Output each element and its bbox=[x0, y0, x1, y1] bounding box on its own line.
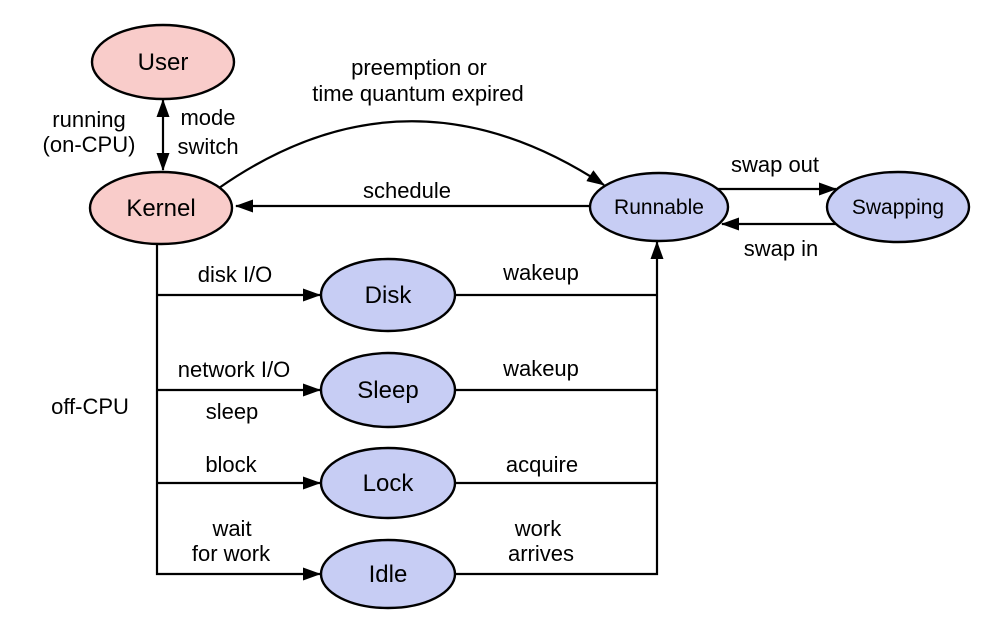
idle-node-ellipse bbox=[319, 538, 457, 610]
node-user: User bbox=[90, 23, 236, 101]
node-runnable: Runnable bbox=[588, 171, 730, 243]
node-label-swapping: Swapping bbox=[852, 196, 944, 219]
edge-label-switch: switch bbox=[177, 134, 238, 159]
node-label-disk: Disk bbox=[365, 282, 413, 309]
user-node-ellipse bbox=[90, 23, 236, 101]
edge-label-for-work: for work bbox=[192, 541, 271, 566]
node-label-idle: Idle bbox=[369, 561, 408, 588]
node-label-runnable: Runnable bbox=[614, 196, 704, 219]
edge-label-on-cpu: (on-CPU) bbox=[43, 132, 136, 157]
edge-label-running: running bbox=[52, 107, 125, 132]
edge-label-off-cpu: off-CPU bbox=[51, 394, 129, 419]
kernel-node-ellipse bbox=[88, 170, 234, 246]
swapping-node-ellipse bbox=[825, 170, 971, 244]
disk-node-ellipse bbox=[319, 257, 457, 333]
edge-label-mode: mode bbox=[180, 105, 235, 130]
edge-label-swap-out: swap out bbox=[731, 152, 819, 177]
edge-label-arrives: arrives bbox=[508, 541, 574, 566]
node-swapping: Swapping bbox=[825, 170, 971, 244]
lock-node-ellipse bbox=[319, 446, 457, 520]
node-lock: Lock bbox=[319, 446, 457, 520]
node-label-kernel: Kernel bbox=[126, 195, 195, 222]
node-kernel: Kernel bbox=[88, 170, 234, 246]
edge-label-time-quantum-expired: time quantum expired bbox=[312, 81, 524, 106]
edge-label-acquire: acquire bbox=[506, 452, 578, 477]
runnable-node-ellipse bbox=[588, 171, 730, 243]
node-label-lock: Lock bbox=[363, 470, 415, 497]
edge-label-wait: wait bbox=[211, 516, 251, 541]
node-idle: Idle bbox=[319, 538, 457, 610]
node-disk: Disk bbox=[319, 257, 457, 333]
edge-label-swap-in: swap in bbox=[744, 236, 819, 261]
edge-label-wakeup-sleep: wakeup bbox=[502, 356, 579, 381]
node-sleep: Sleep bbox=[319, 351, 457, 429]
edge-kernel-to-idle bbox=[155, 243, 321, 581]
sleep-node-ellipse bbox=[319, 351, 457, 429]
edge-label-preemption-or: preemption or bbox=[351, 55, 487, 80]
edge-label-disk-io: disk I/O bbox=[198, 262, 273, 287]
edge-label-network-io: network I/O bbox=[178, 357, 290, 382]
edge-label-schedule: schedule bbox=[363, 178, 451, 203]
node-label-sleep: Sleep bbox=[357, 377, 418, 404]
edge-label-wakeup-disk: wakeup bbox=[502, 260, 579, 285]
edge-idle-to-runnable bbox=[454, 241, 664, 576]
node-label-user: User bbox=[138, 49, 189, 76]
edge-preemption-kernel-to-runnable bbox=[218, 120, 605, 189]
edge-label-sleep-verb: sleep bbox=[206, 399, 259, 424]
edge-label-block: block bbox=[205, 452, 257, 477]
edge-label-work: work bbox=[514, 516, 562, 541]
